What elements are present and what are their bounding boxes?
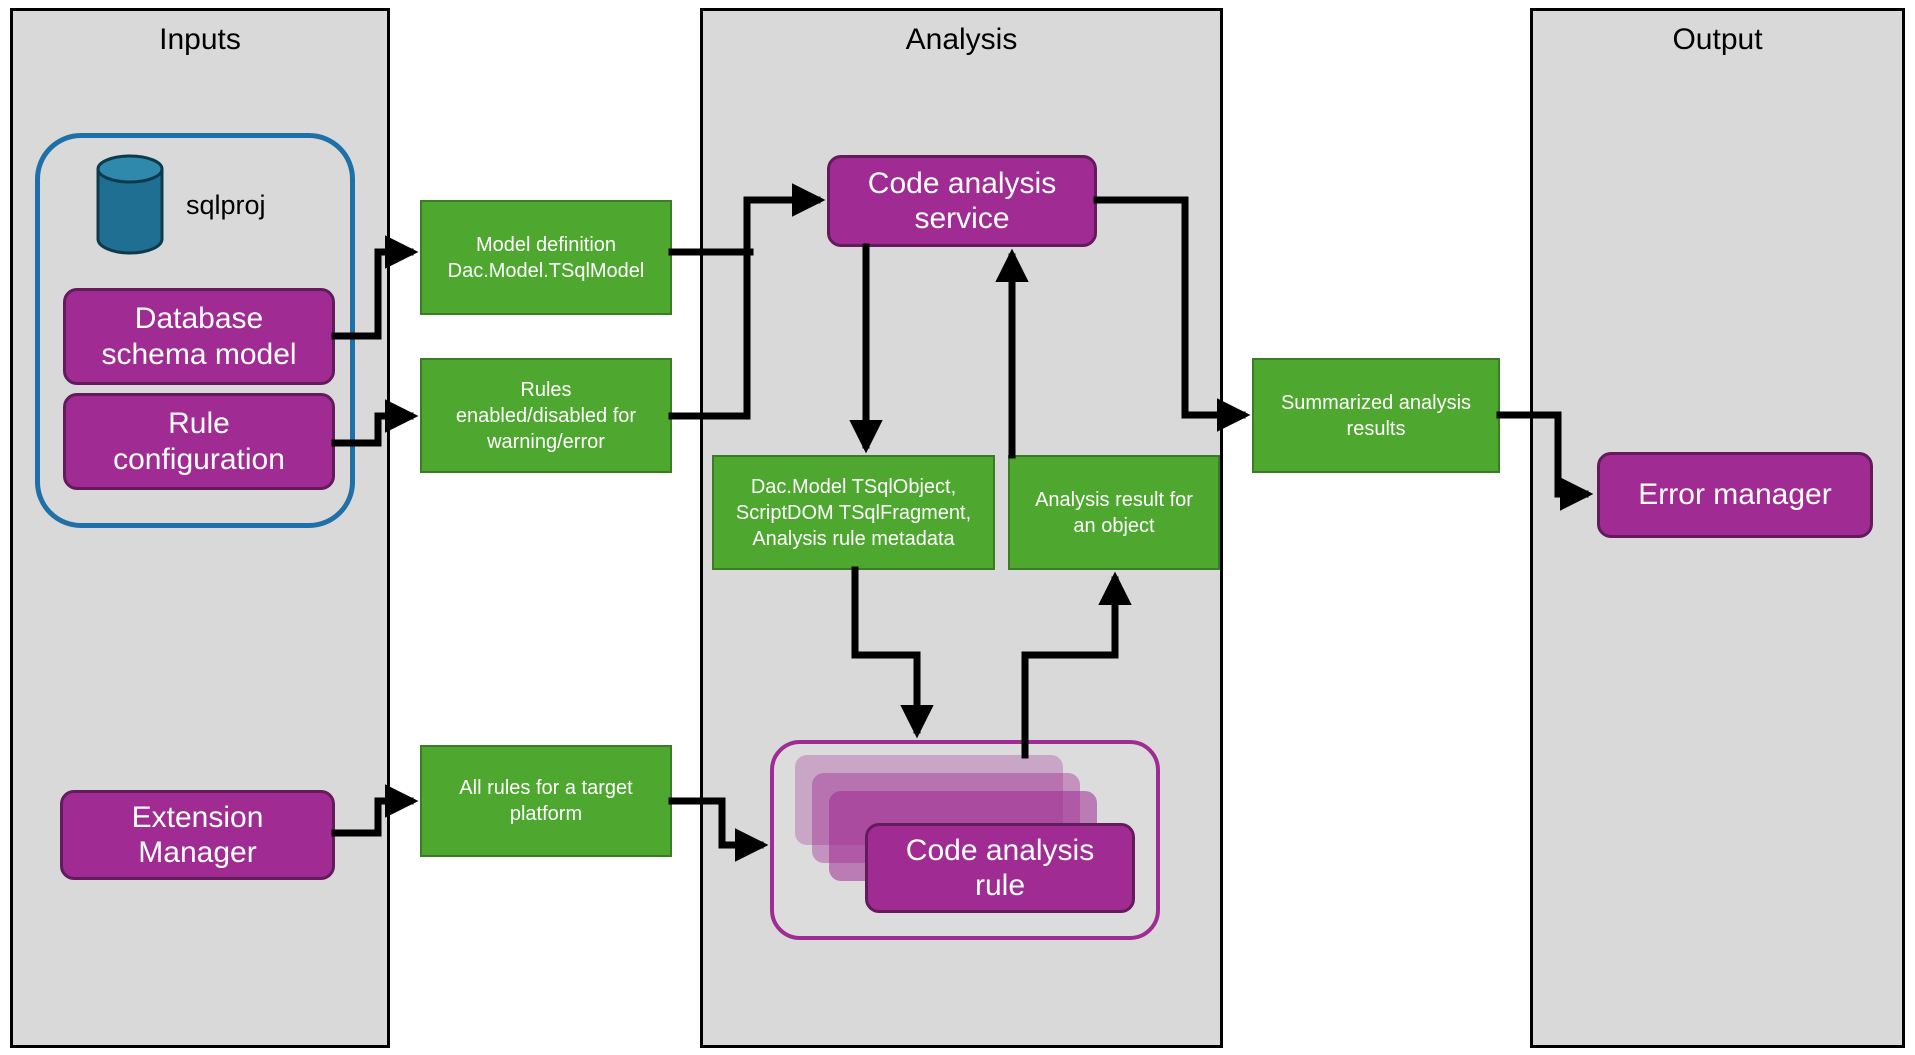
code-analysis-rule-node: Code analysis rule xyxy=(865,823,1135,913)
database-schema-model-node: Database schema model xyxy=(63,288,335,385)
analysis-result-node: Analysis result for an object xyxy=(1008,455,1220,570)
model-definition-label: Model definition Dac.Model.TSqlModel xyxy=(447,233,645,282)
object-metadata-label: Dac.Model TSqlObject, ScriptDOM TSqlFrag… xyxy=(735,475,972,550)
all-rules-label: All rules for a target platform xyxy=(459,777,633,825)
code-analysis-rule-label: Code analysis rule xyxy=(905,833,1095,902)
error-manager-label: Error manager xyxy=(1638,478,1832,512)
code-analysis-service-node: Code analysis service xyxy=(827,155,1097,247)
rule-configuration-node: Rule configuration xyxy=(63,393,335,490)
summarized-results-node: Summarized analysis results xyxy=(1252,358,1500,473)
model-definition-node: Model definition Dac.Model.TSqlModel xyxy=(420,200,672,315)
summarized-results-label: Summarized analysis results xyxy=(1280,391,1472,440)
panel-inputs-title: Inputs xyxy=(159,23,241,56)
extension-manager-node: Extension Manager xyxy=(60,790,335,880)
database-schema-model-label: Database schema model xyxy=(101,302,297,371)
rule-configuration-label: Rule configuration xyxy=(113,407,285,476)
rules-enabled-node: Rules enabled/disabled for warning/error xyxy=(420,358,672,473)
panel-output-title: Output xyxy=(1672,23,1763,56)
cylinder-svg xyxy=(96,154,164,255)
analysis-result-label: Analysis result for an object xyxy=(1035,488,1193,537)
object-metadata-node: Dac.Model TSqlObject, ScriptDOM TSqlFrag… xyxy=(712,455,995,570)
sqlproj-label: sqlproj xyxy=(186,190,266,220)
error-manager-node: Error manager xyxy=(1597,452,1873,538)
database-cylinder-icon xyxy=(88,152,172,261)
all-rules-node: All rules for a target platform xyxy=(420,745,672,857)
extension-manager-label: Extension Manager xyxy=(131,800,264,869)
code-analysis-service-label: Code analysis service xyxy=(867,166,1057,235)
panel-analysis-title: Analysis xyxy=(905,23,1018,56)
rules-enabled-label: Rules enabled/disabled for warning/error xyxy=(455,378,637,453)
